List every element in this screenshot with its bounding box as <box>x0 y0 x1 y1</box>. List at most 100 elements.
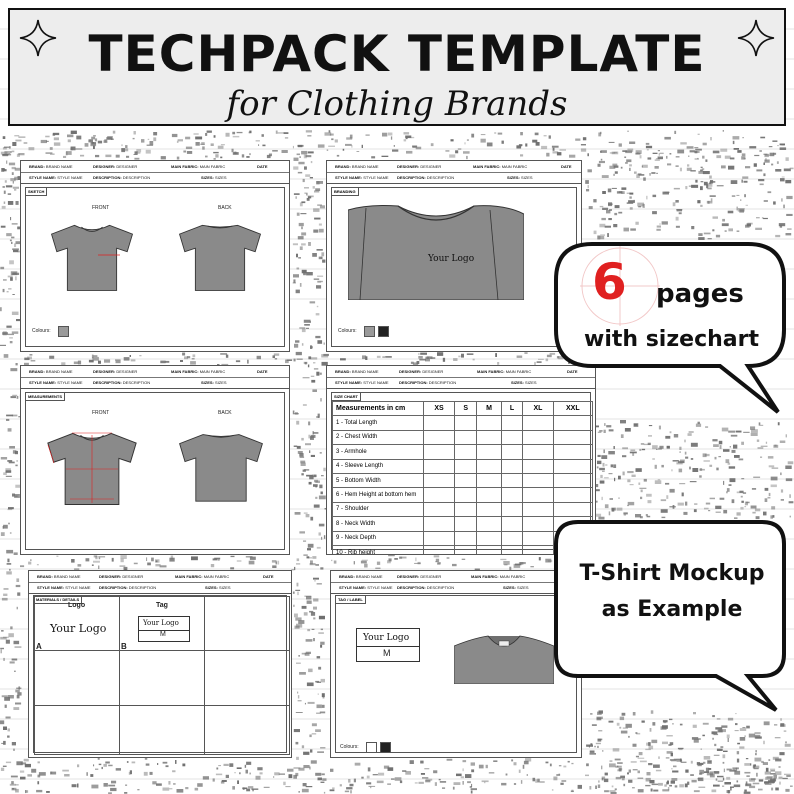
grunge-speck <box>299 283 302 287</box>
grunge-speck <box>771 787 774 791</box>
size-value-cell <box>454 501 478 518</box>
grunge-speck <box>742 137 744 139</box>
grunge-speck <box>652 152 658 154</box>
grunge-speck <box>764 159 770 163</box>
grunge-speck <box>676 462 683 465</box>
grunge-speck <box>322 259 326 263</box>
grunge-speck <box>678 748 683 751</box>
logo-title: Logo <box>68 602 86 609</box>
grunge-speck <box>303 512 308 514</box>
grunge-speck <box>8 633 14 638</box>
grunge-speck <box>382 132 388 137</box>
grunge-speck <box>306 600 312 604</box>
grunge-speck <box>736 758 740 763</box>
grunge-speck <box>789 494 791 498</box>
grunge-speck <box>452 786 455 790</box>
grunge-speck <box>734 730 739 732</box>
grunge-speck <box>648 742 651 746</box>
grunge-speck <box>307 701 315 704</box>
grunge-speck <box>677 747 684 750</box>
grunge-speck <box>636 732 641 735</box>
grunge-speck <box>12 181 14 184</box>
size-value-cell <box>454 516 478 532</box>
speech-bubble-pages <box>554 242 786 414</box>
grunge-speck <box>333 560 337 564</box>
grunge-speck <box>622 471 625 476</box>
grunge-speck <box>699 468 705 471</box>
grunge-speck <box>760 456 763 458</box>
grunge-speck <box>628 769 631 773</box>
colour-swatch <box>378 326 389 337</box>
grunge-speck <box>762 762 768 765</box>
grunge-speck <box>637 173 642 175</box>
grunge-speck <box>232 152 239 155</box>
grunge-speck <box>302 377 310 379</box>
grunge-speck <box>9 239 12 242</box>
grunge-speck <box>301 437 304 441</box>
grunge-speck <box>14 450 18 455</box>
grunge-speck <box>723 768 725 773</box>
grunge-speck <box>633 423 639 427</box>
size-value-cell <box>454 544 478 554</box>
grunge-speck <box>17 250 21 253</box>
grunge-speck <box>346 787 353 790</box>
grunge-speck <box>304 324 310 326</box>
grunge-speck <box>312 186 315 189</box>
grunge-speck <box>15 584 21 588</box>
grunge-speck <box>316 371 320 376</box>
grunge-speck <box>315 313 320 316</box>
grunge-speck <box>746 775 750 777</box>
grunge-speck <box>786 775 791 777</box>
grunge-speck <box>763 721 770 726</box>
grunge-speck <box>49 147 53 150</box>
grunge-speck <box>780 472 782 476</box>
grunge-speck <box>627 501 635 506</box>
grunge-speck <box>645 784 651 787</box>
grunge-speck <box>294 413 299 415</box>
grunge-speck <box>176 156 180 160</box>
grunge-speck <box>551 789 554 791</box>
grunge-speck <box>76 135 82 140</box>
grunge-speck <box>670 752 673 757</box>
grunge-speck <box>378 772 385 776</box>
grunge-speck <box>225 774 229 778</box>
grunge-speck <box>304 652 310 656</box>
grunge-speck <box>301 343 304 346</box>
grunge-speck <box>698 170 704 174</box>
grunge-speck <box>63 155 67 158</box>
grunge-speck <box>393 145 395 147</box>
grunge-speck <box>618 191 622 194</box>
grunge-speck <box>546 152 550 157</box>
grunge-speck <box>232 131 236 135</box>
grunge-speck <box>313 432 319 434</box>
grunge-speck <box>601 777 604 781</box>
grunge-speck <box>518 562 524 565</box>
grunge-speck <box>768 465 775 468</box>
grunge-speck <box>70 146 76 151</box>
grunge-speck <box>390 136 393 140</box>
grunge-speck <box>162 787 170 791</box>
grunge-speck <box>586 189 590 192</box>
grunge-speck <box>626 159 632 163</box>
grunge-speck <box>741 500 744 503</box>
grunge-speck <box>185 146 193 149</box>
grunge-speck <box>310 161 313 164</box>
grunge-speck <box>365 134 370 136</box>
grunge-speck <box>694 150 698 154</box>
grunge-speck <box>310 346 313 349</box>
grunge-speck <box>366 775 370 779</box>
grunge-speck <box>331 138 334 141</box>
measurement-label: 2 - Chest Width <box>332 429 424 446</box>
grunge-speck <box>609 760 613 762</box>
grunge-speck <box>752 782 760 785</box>
grunge-speck <box>516 355 523 358</box>
grunge-speck <box>694 147 699 149</box>
grunge-speck <box>627 479 631 483</box>
grunge-speck <box>719 729 726 733</box>
grunge-speck <box>305 130 312 133</box>
grunge-speck <box>500 558 507 561</box>
grunge-speck <box>147 138 150 140</box>
grunge-speck <box>310 435 313 440</box>
